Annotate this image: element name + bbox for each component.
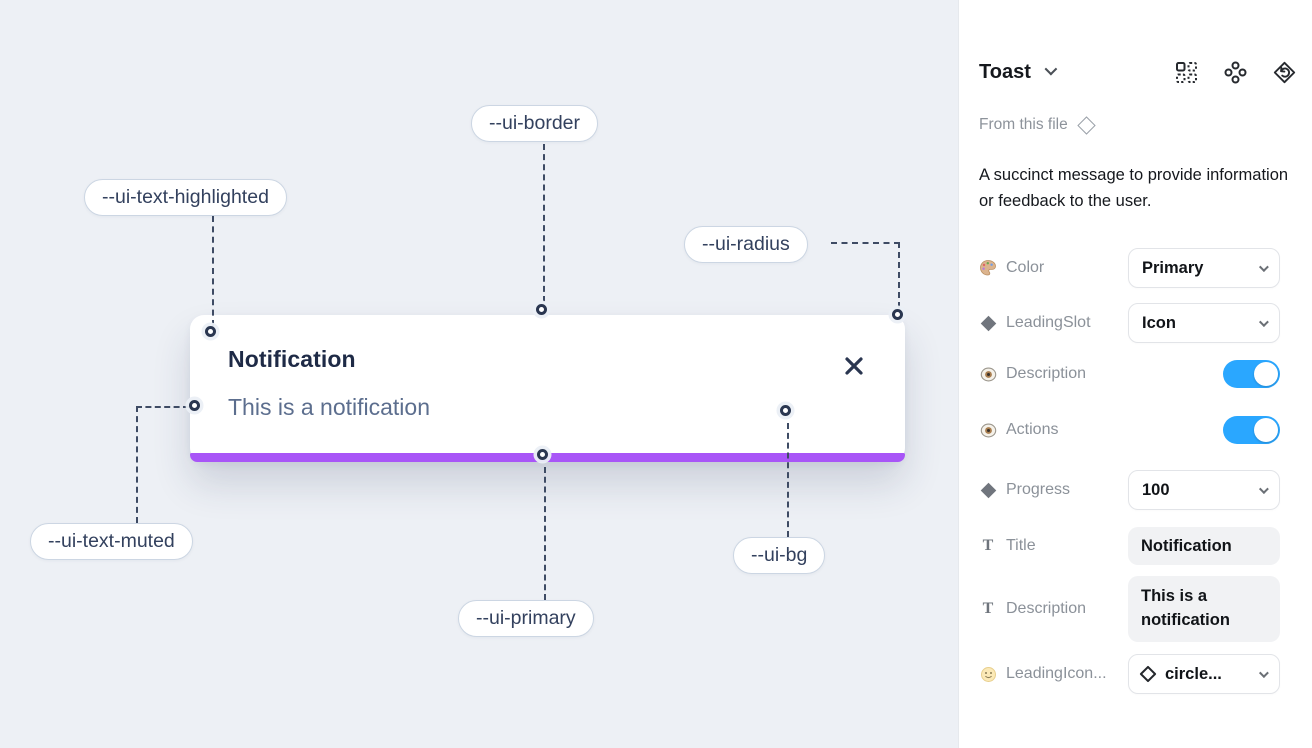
leadingicon-select[interactable]: circle... (1128, 654, 1280, 694)
color-select[interactable]: Primary (1128, 248, 1280, 288)
eye-icon (979, 365, 997, 383)
icon-shape-diamond-icon (1139, 665, 1157, 683)
prop-label-actions: Actions (979, 421, 1058, 439)
eye-icon (979, 421, 997, 439)
palette-icon (979, 259, 997, 277)
prop-row-description-text: T Description This is a notification (979, 576, 1296, 642)
connector-line-bg (787, 423, 789, 537)
label-ui-radius[interactable]: --ui-radius (684, 226, 808, 263)
smiley-icon (979, 665, 997, 683)
leadingslot-select-value: Icon (1142, 313, 1176, 332)
label-ui-bg[interactable]: --ui-bg (733, 537, 826, 574)
diamond-icon (979, 314, 997, 332)
prop-label-color: Color (979, 259, 1044, 277)
label-ui-primary[interactable]: --ui-primary (458, 600, 594, 637)
leadingslot-select[interactable]: Icon (1128, 303, 1280, 343)
component-description: A succinct message to provide informatio… (979, 166, 1289, 211)
toast-title: Notification (228, 346, 356, 372)
leadingicon-select-value: circle... (1165, 664, 1222, 683)
progress-select[interactable]: 100 (1128, 470, 1280, 510)
toast-progress-bar (190, 453, 905, 462)
connector-line-border (543, 144, 545, 302)
chevron-down-icon (1258, 261, 1269, 272)
connector-line-radius-v (898, 242, 900, 308)
prop-label-description-text: T Description (979, 600, 1086, 618)
toast-description: This is a notification (228, 394, 430, 420)
variants-icon[interactable] (1224, 61, 1247, 84)
color-select-value: Primary (1142, 258, 1204, 277)
connector-dot-text-highlighted[interactable] (205, 326, 216, 337)
diamond-icon (979, 481, 997, 499)
progress-select-value: 100 (1142, 480, 1170, 499)
properties-panel: Toast From this file A succinct message (958, 0, 1312, 748)
connector-line-text-highlighted (212, 216, 214, 326)
text-icon: T (982, 537, 994, 554)
component-grid-icon[interactable] (1175, 61, 1198, 84)
connector-line-text-muted-v (136, 406, 138, 523)
panel-header: Toast (979, 56, 1296, 88)
prop-row-description-toggle: Description (979, 360, 1296, 388)
chevron-down-icon[interactable] (1044, 62, 1058, 75)
close-icon[interactable] (841, 353, 867, 379)
label-ui-border[interactable]: --ui-border (471, 105, 599, 142)
prop-row-progress: Progress 100 (979, 470, 1296, 510)
source-label: From this file (979, 116, 1068, 133)
prop-label-leadingslot: LeadingSlot (979, 314, 1091, 332)
connector-dot-radius[interactable] (892, 309, 903, 320)
prop-row-actions-toggle: Actions (979, 416, 1296, 444)
prop-label-title: T Title (979, 537, 1036, 555)
description-toggle[interactable] (1223, 360, 1280, 388)
prop-row-leadingslot: LeadingSlot Icon (979, 303, 1296, 343)
label-ui-text-highlighted[interactable]: --ui-text-highlighted (84, 179, 287, 216)
toggle-knob (1254, 362, 1278, 386)
prop-label-progress: Progress (979, 481, 1070, 499)
canvas: Notification This is a notification --ui… (30, 105, 905, 637)
description-input[interactable]: This is a notification (1128, 576, 1280, 642)
connector-line-text-muted-h (136, 406, 189, 408)
label-ui-text-muted[interactable]: --ui-text-muted (30, 523, 193, 560)
reset-component-icon[interactable] (1273, 61, 1296, 84)
component-diamond-icon (1077, 115, 1096, 135)
connector-dot-primary[interactable] (537, 449, 548, 460)
prop-row-title: T Title (979, 527, 1296, 565)
connector-line-primary (544, 467, 546, 600)
source-row: From this file (979, 115, 1096, 135)
chevron-down-icon (1258, 316, 1269, 327)
prop-row-color: Color Primary (979, 248, 1296, 288)
prop-label-leadingicon: LeadingIcon... (979, 665, 1107, 683)
toast-preview[interactable]: Notification This is a notification (190, 315, 905, 462)
chevron-down-icon (1258, 667, 1269, 678)
component-title[interactable]: Toast (979, 60, 1031, 83)
connector-dot-border[interactable] (536, 304, 547, 315)
actions-toggle[interactable] (1223, 416, 1280, 444)
connector-line-radius-h (831, 242, 900, 244)
text-icon: T (982, 600, 994, 617)
title-input[interactable] (1128, 527, 1280, 565)
prop-row-leadingicon: LeadingIcon... circle... (979, 654, 1296, 694)
chevron-down-icon (1258, 483, 1269, 494)
connector-dot-text-muted[interactable] (189, 400, 200, 411)
prop-label-description: Description (979, 365, 1086, 383)
toggle-knob (1254, 418, 1278, 442)
connector-dot-bg[interactable] (780, 405, 791, 416)
